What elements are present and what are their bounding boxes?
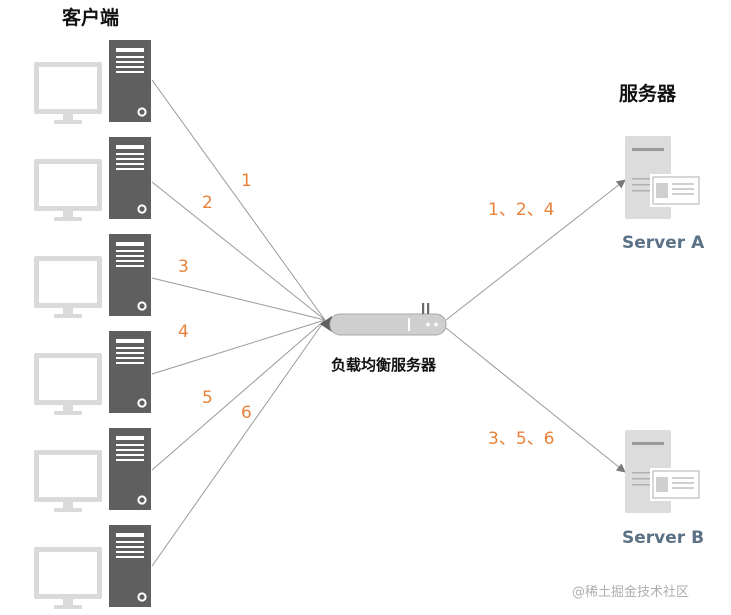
load-balancer-label: 负载均衡服务器 — [331, 356, 437, 374]
arrow-to-server-a — [445, 179, 626, 321]
client-machine-6 — [33, 524, 152, 610]
connection-line-client-4 — [151, 319, 326, 375]
server-b-icon — [624, 429, 703, 514]
client-machine-4 — [33, 330, 152, 416]
server-connections — [445, 179, 626, 473]
client-machine-1 — [33, 39, 152, 125]
connection-line-client-5 — [151, 319, 326, 471]
arrow-to-server-b — [445, 327, 626, 473]
client-connections — [151, 79, 326, 567]
client-machine-3 — [33, 233, 152, 319]
connection-line-client-6 — [151, 319, 326, 567]
route-label-server-b: 3、5、6 — [488, 429, 555, 449]
clients-title: 客户端 — [62, 7, 120, 29]
servers-title: 服务器 — [619, 83, 677, 105]
connection-label-6: 6 — [241, 403, 252, 423]
server-a-label: Server A — [622, 233, 705, 253]
connection-label-4: 4 — [178, 322, 189, 342]
connection-label-1: 1 — [241, 171, 252, 191]
server-a-icon — [624, 135, 703, 220]
server-b-label: Server B — [622, 528, 705, 548]
client-machine-5 — [33, 427, 152, 513]
connection-label-3: 3 — [178, 257, 189, 277]
connection-line-client-3 — [151, 277, 326, 321]
client-machine-2 — [33, 136, 152, 222]
connection-label-5: 5 — [202, 388, 213, 408]
connection-line-client-2 — [151, 181, 326, 321]
connection-line-client-1 — [151, 79, 326, 321]
load-balancer-device — [320, 303, 447, 336]
route-label-server-a: 1、2、4 — [488, 200, 555, 220]
watermark: @稀土掘金技术社区 — [572, 585, 690, 600]
connection-label-2: 2 — [202, 193, 213, 213]
